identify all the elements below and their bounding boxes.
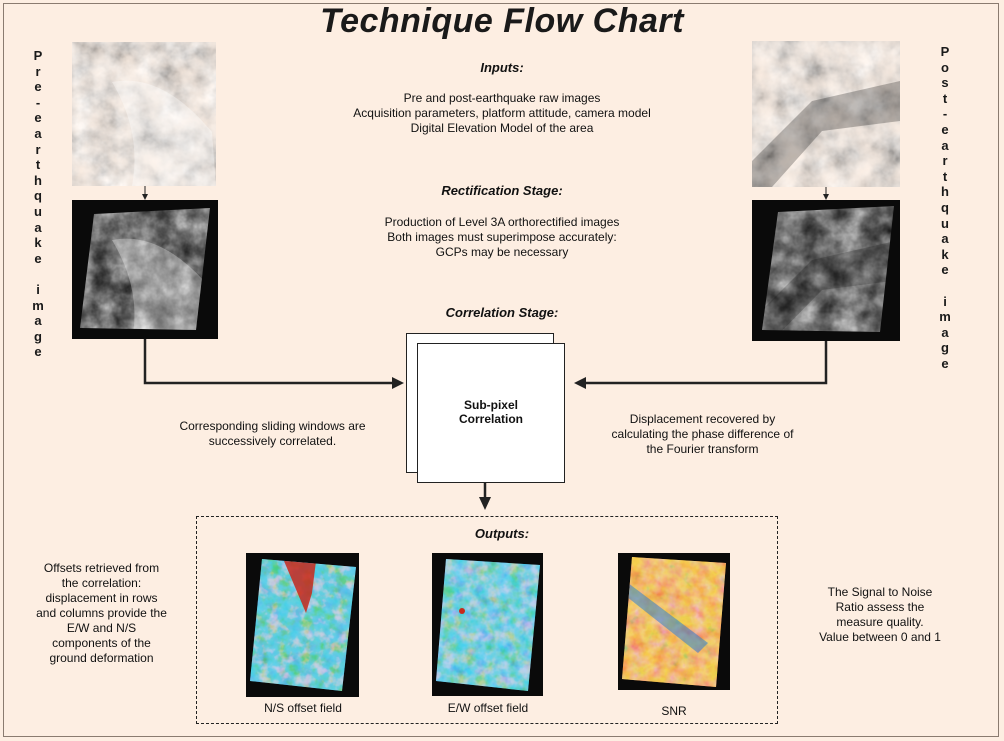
post-to-correlation-arrowhead (574, 377, 586, 389)
post-to-correlation-line (578, 341, 828, 385)
inputs-heading: Inputs: (480, 60, 524, 75)
vertical-label-char: r (35, 63, 41, 79)
vertical-label-char: e (34, 250, 42, 266)
vertical-label-char: s (941, 75, 949, 91)
rectification-line: Production of Level 3A orthorectified im… (384, 215, 620, 229)
note-line: The Signal to Noise (827, 585, 933, 599)
note-line: the correlation: (61, 576, 142, 590)
note-line: calculating the phase difference of (611, 427, 794, 441)
vertical-label-char: h (941, 184, 949, 200)
vertical-label-char: - (942, 106, 948, 122)
outputs-left-note: Offsets retrieved from the correlation: … (14, 561, 189, 666)
ns-offset-field-image (246, 553, 359, 697)
rectification-heading: Rectification Stage: (441, 183, 563, 198)
vertical-label-char: u (34, 203, 42, 219)
note-line: Displacement recovered by (629, 412, 776, 426)
note-line: successively correlated. (208, 434, 337, 448)
vertical-label-char: o (941, 59, 949, 75)
vertical-label-char: e (34, 344, 42, 360)
vertical-label-char: i (943, 293, 947, 309)
inputs-line: Acquisition parameters, platform attitud… (353, 106, 651, 120)
outputs-heading: Outputs: (474, 526, 530, 541)
vertical-label-char: a (941, 137, 949, 153)
vertical-label-char: - (35, 94, 41, 110)
note-line: ground deformation (49, 651, 154, 665)
ns-offset-caption: N/S offset field (264, 701, 342, 715)
pre-to-correlation-line (143, 339, 400, 385)
note-line: displacement in rows (45, 591, 158, 605)
page-title: Technique Flow Chart (320, 2, 684, 40)
diagram-frame (3, 3, 999, 737)
vertical-label-char: e (34, 79, 42, 95)
pre-raw-image (72, 42, 216, 186)
correlation-box-label: Sub-pixel Correlation (418, 398, 564, 426)
pre-rectified-image (72, 200, 218, 339)
pre-to-correlation-arrowhead (392, 377, 404, 389)
note-line: measure quality. (836, 615, 924, 629)
vertical-label-char: e (941, 355, 949, 371)
vertical-label-char: t (942, 168, 948, 184)
vertical-label-char: a (34, 125, 42, 141)
snr-image (618, 553, 730, 690)
post-raw-image (752, 41, 900, 187)
vertical-label-char: q (941, 199, 949, 215)
note-line: E/W and N/S (66, 621, 137, 635)
vertical-label-char: k (941, 246, 949, 262)
vertical-label-char: e (941, 262, 949, 278)
note-line: Ratio assess the (835, 600, 925, 614)
ew-offset-field-image (432, 553, 543, 696)
correlation-left-note: Corresponding sliding windows are succes… (160, 419, 385, 449)
note-line: Offsets retrieved from (43, 561, 160, 575)
vertical-label-char: m (32, 297, 44, 313)
vertical-label-char: a (34, 219, 42, 235)
note-line: components of the (52, 636, 151, 650)
vertical-label-char: a (941, 324, 949, 340)
vertical-label-char: e (34, 110, 42, 126)
note-line: Value between 0 and 1 (819, 630, 941, 644)
inputs-text: Pre and post-earthquake raw images Acqui… (252, 91, 752, 136)
vertical-label-char: g (34, 328, 42, 344)
vertical-label-char: r (942, 153, 948, 169)
vertical-label-char: e (941, 121, 949, 137)
vertical-label-char: i (36, 281, 40, 297)
correlation-box-line: Sub-pixel (463, 398, 518, 412)
ew-offset-caption: E/W offset field (447, 701, 529, 715)
correlation-box (417, 343, 565, 483)
note-line: the Fourier transform (646, 442, 759, 456)
vertical-label-char: P (33, 48, 43, 63)
inputs-line: Digital Elevation Model of the area (410, 121, 594, 135)
vertical-label-char: a (34, 313, 42, 329)
outputs-right-note: The Signal to Noise Ratio assess the mea… (790, 585, 970, 645)
vertical-label-char: t (942, 90, 948, 106)
vertical-label-char: m (939, 309, 951, 325)
pre-stage-arrowhead (142, 194, 148, 200)
vertical-label-char: u (941, 215, 949, 231)
vertical-label-char: t (35, 157, 41, 173)
rectification-line: GCPs may be necessary (435, 245, 569, 259)
correlation-box-line: Correlation (458, 412, 523, 426)
rectification-line: Both images must superimpose accurately: (387, 230, 617, 244)
note-line: Corresponding sliding windows are (179, 419, 366, 433)
inputs-line: Pre and post-earthquake raw images (403, 91, 601, 105)
vertical-label-char: P (940, 44, 950, 59)
rectification-text: Production of Level 3A orthorectified im… (252, 215, 752, 260)
vertical-label-char: r (35, 141, 41, 157)
correlation-right-note: Displacement recovered by calculating th… (590, 412, 815, 457)
vertical-label-char: h (34, 172, 42, 188)
note-line: and columns provide the (36, 606, 167, 620)
vertical-label-char: k (34, 235, 42, 251)
vertical-label-char: g (941, 340, 949, 356)
snr-caption: SNR (661, 704, 687, 718)
outputs-box (196, 516, 778, 724)
post-rectified-image (752, 200, 900, 341)
vertical-label-char: q (34, 188, 42, 204)
correlation-heading: Correlation Stage: (445, 305, 559, 320)
post-stage-arrowhead (823, 194, 829, 200)
vertical-label-char: a (941, 231, 949, 247)
correlation-to-outputs-arrowhead (479, 497, 491, 510)
